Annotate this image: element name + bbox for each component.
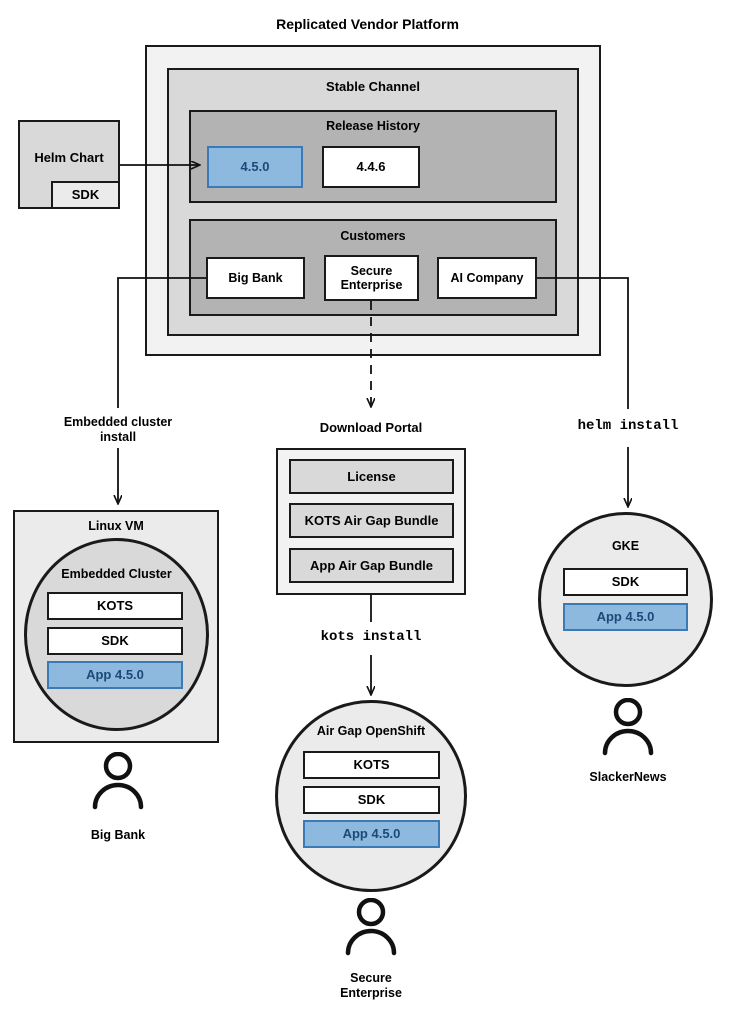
air-gap-openshift-label: Air Gap OpenShift: [316, 724, 426, 738]
customer-big-bank[interactable]: Big Bank: [206, 257, 305, 299]
gke-circle: [538, 512, 713, 687]
stable-channel-title: Stable Channel: [326, 79, 420, 94]
user-label-slackernews: SlackerNews: [589, 770, 667, 784]
page-title: Replicated Vendor Platform: [276, 16, 459, 32]
release-history-title: Release History: [326, 119, 420, 133]
user-avatar-big-bank: [92, 752, 144, 810]
helm-chart-sdk-box[interactable]: SDK: [51, 181, 120, 209]
gke-component-app[interactable]: App 4.5.0: [563, 603, 688, 631]
openshift-component-app[interactable]: App 4.5.0: [303, 820, 440, 848]
embedded-cluster-label: Embedded Cluster: [61, 567, 172, 581]
release-4-4-6[interactable]: 4.4.6: [322, 146, 420, 188]
customer-secure-enterprise[interactable]: Secure Enterprise: [324, 255, 419, 301]
linux-vm-component-kots[interactable]: KOTS: [47, 592, 183, 620]
openshift-component-kots[interactable]: KOTS: [303, 751, 440, 779]
gke-label: GKE: [611, 539, 640, 553]
helm-chart-label: Helm Chart: [34, 150, 104, 165]
portal-artifact-app-air-gap-bundle[interactable]: App Air Gap Bundle: [289, 548, 454, 583]
download-portal-title: Download Portal: [319, 420, 423, 435]
linux-vm-component-sdk[interactable]: SDK: [47, 627, 183, 655]
kots-install-label: kots install: [320, 629, 422, 645]
user-avatar-slackernews: [602, 698, 654, 756]
user-avatar-secure-enterprise: [345, 898, 397, 956]
customer-ai-company[interactable]: AI Company: [437, 257, 537, 299]
embedded-cluster-install-label: Embedded cluster install: [63, 415, 173, 444]
gke-component-sdk[interactable]: SDK: [563, 568, 688, 596]
linux-vm-component-app[interactable]: App 4.5.0: [47, 661, 183, 689]
helm-install-label: helm install: [577, 418, 679, 434]
portal-artifact-license[interactable]: License: [289, 459, 454, 494]
portal-artifact-kots-air-gap-bundle[interactable]: KOTS Air Gap Bundle: [289, 503, 454, 538]
customers-title: Customers: [340, 229, 406, 243]
release-4-5-0[interactable]: 4.5.0: [207, 146, 303, 188]
user-label-big-bank: Big Bank: [90, 828, 146, 842]
linux-vm-label: Linux VM: [88, 519, 144, 533]
openshift-component-sdk[interactable]: SDK: [303, 786, 440, 814]
user-label-secure-enterprise: Secure Enterprise: [340, 971, 402, 1000]
